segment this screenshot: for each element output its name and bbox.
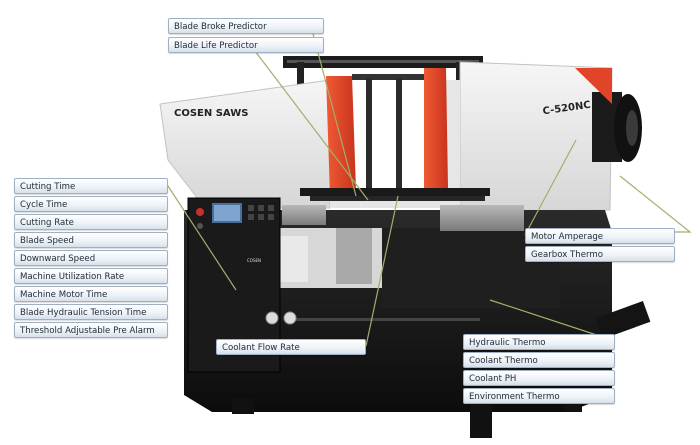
callout-threshold-adjustable-pre-alarm: Threshold Adjustable Pre Alarm <box>14 322 168 338</box>
callout-machine-utilization-rate: Machine Utilization Rate <box>14 268 168 284</box>
callout-downward-speed: Downward Speed <box>14 250 168 266</box>
callout-environment-thermo: Environment Thermo <box>463 388 615 404</box>
callout-cycle-time: Cycle Time <box>14 196 168 212</box>
callout-blade-hydraulic-tension-time: Blade Hydraulic Tension Time <box>14 304 168 320</box>
brand-logo: COSEN SAWS <box>174 108 248 119</box>
foot-center <box>470 402 492 438</box>
callout-coolant-thermo: Coolant Thermo <box>463 352 615 368</box>
callout-blade-speed: Blade Speed <box>14 232 168 248</box>
gauge-left <box>265 311 279 325</box>
workpiece-stack <box>336 228 372 284</box>
callout-gearbox-thermo: Gearbox Thermo <box>525 246 675 262</box>
gauge-right <box>283 311 297 325</box>
callout-coolant-ph: Coolant PH <box>463 370 615 386</box>
blade-guard-right <box>424 68 448 192</box>
callout-blade-broke-predictor: Blade Broke Predictor <box>168 18 324 34</box>
control-buttons <box>248 205 274 220</box>
callout-hydraulic-thermo: Hydraulic Thermo <box>463 334 615 350</box>
callout-motor-amperage: Motor Amperage <box>525 228 675 244</box>
callout-machine-motor-time: Machine Motor Time <box>14 286 168 302</box>
callout-cutting-time: Cutting Time <box>14 178 168 194</box>
callout-blade-life-predictor: Blade Life Predictor <box>168 37 324 53</box>
panel-logo: COSEN <box>247 258 261 263</box>
callout-coolant-flow-rate: Coolant Flow Rate <box>216 339 366 355</box>
callout-cutting-rate: Cutting Rate <box>14 214 168 230</box>
foot-left <box>232 398 254 414</box>
